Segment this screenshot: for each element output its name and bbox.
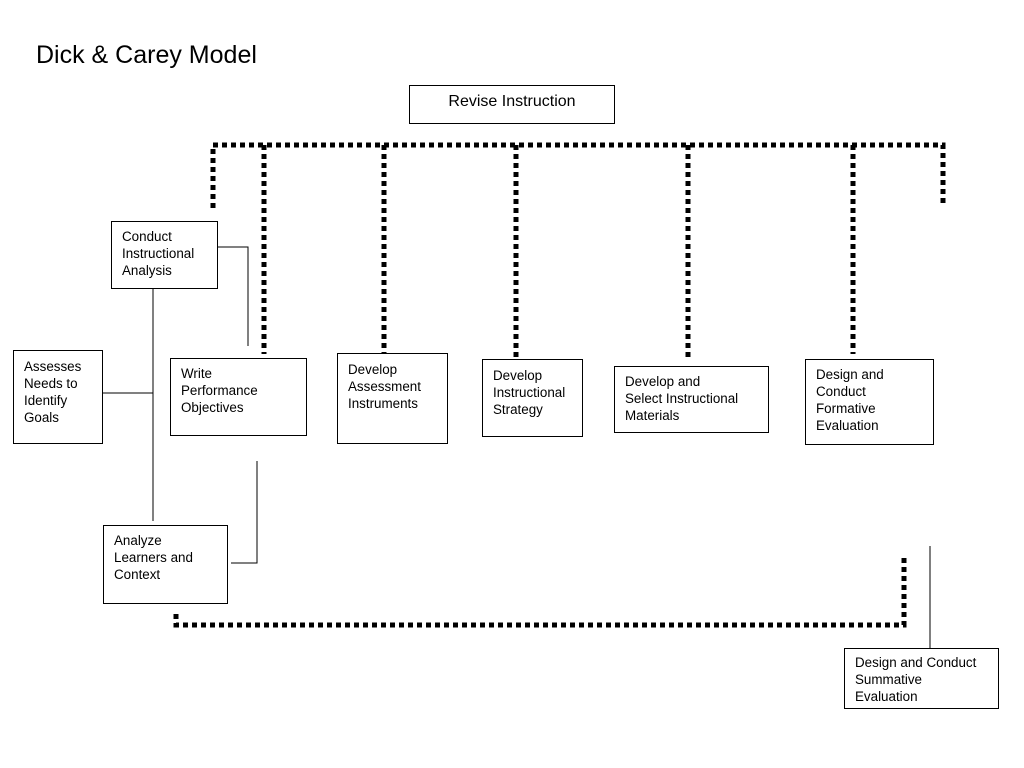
- feedback-top-bar: [210, 142, 946, 208]
- feedback-bottom-loop: [173, 558, 907, 628]
- assesses-needs-box: Assesses Needs to Identify Goals: [13, 350, 103, 444]
- write-objectives-box: Write Performance Objectives: [170, 358, 307, 436]
- revise-instruction-box: Revise Instruction: [409, 85, 615, 124]
- flow-lines: [103, 246, 931, 648]
- conduct-analysis-box: Conduct Instructional Analysis: [111, 221, 218, 289]
- formative-evaluation-box: Design and Conduct Formative Evaluation: [805, 359, 934, 445]
- revise-feedback-lines: [173, 142, 946, 628]
- learners-to-objectives-line: [231, 461, 258, 564]
- develop-materials-box: Develop and Select Instructional Materia…: [614, 366, 769, 433]
- analyze-learners-box: Analyze Learners and Context: [103, 525, 228, 604]
- page-title: Dick & Carey Model: [36, 41, 257, 69]
- summative-evaluation-box: Design and Conduct Summative Evaluation: [844, 648, 999, 709]
- develop-assessment-box: Develop Assessment Instruments: [337, 353, 448, 444]
- analysis-to-objectives-line: [218, 246, 249, 346]
- develop-strategy-box: Develop Instructional Strategy: [482, 359, 583, 437]
